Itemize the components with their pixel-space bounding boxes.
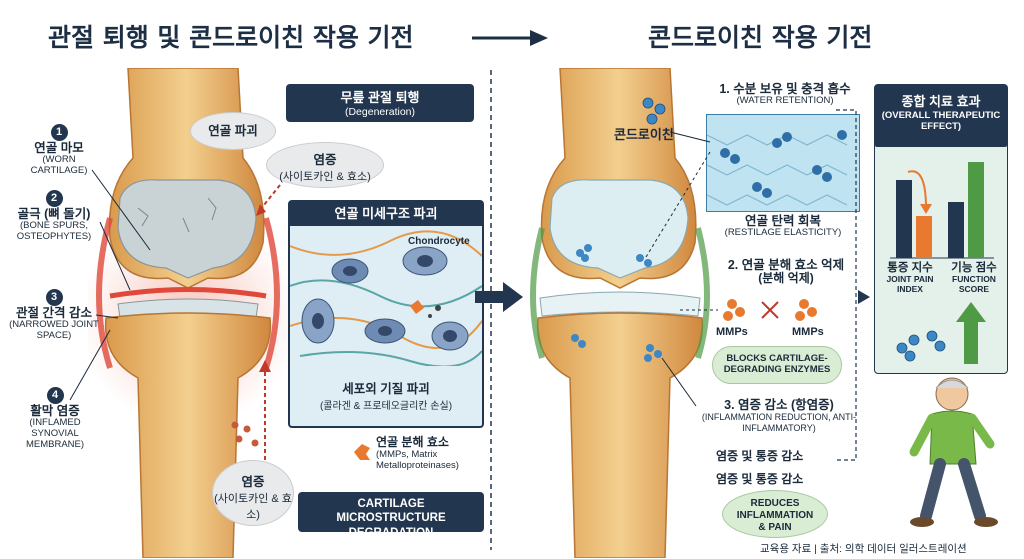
- mechanism-2-title: 2. 연골 분해 효소 억제 (분해 억제): [727, 258, 845, 286]
- healthy-knee-illustration: [530, 68, 710, 558]
- transition-arrow-icon: [475, 282, 523, 312]
- overall-effect-title: 종합 치료 효과 (OVERALL THERAPEUTIC EFFECT): [875, 85, 1007, 147]
- mech3-pointer: [661, 357, 697, 407]
- matrix-destruction-label: 세포외 기질 파괴: [342, 382, 430, 396]
- pain-reduction-line1: 염증 및 통증 감소: [716, 449, 804, 463]
- mechanism-3-title: 3. 염증 감소 (항염증) (INFLAMMATION REDUCTION, …: [701, 398, 857, 433]
- inflammation-bubble-top: 염증 (사이토카인 & 효소): [266, 142, 384, 188]
- mmp-right-label: MMPs: [792, 326, 824, 338]
- worn-cartilage: [117, 179, 257, 279]
- water-retention-panel: [706, 114, 860, 212]
- matrix-destruction-sub: (콜라겐 & 프로테오글리칸 손실): [319, 401, 453, 412]
- pain-after-bar: [916, 216, 932, 258]
- title-arrow-icon: [472, 30, 548, 46]
- connector-bracket: [836, 109, 870, 461]
- elasticity-restore-label: 연골 탄력 회복 (RESTILAGE ELASTICITY): [724, 214, 842, 239]
- walking-elderly-illustration: [909, 377, 998, 527]
- label-narrowed-joint: 3 관절 간격 감소 (NARROWED JOINT SPACE): [9, 289, 99, 342]
- label-worn-cartilage: 1 연골 마모 (WORN CARTILAGE): [30, 124, 88, 177]
- healthy-cartilage: [549, 179, 689, 279]
- function-after-bar: [968, 162, 984, 258]
- label-bone-spurs: 2 골극 (뼈 돌기) (BONE SPURS, OSTEOPHYTES): [16, 190, 92, 243]
- left-pointer-lines: [69, 169, 151, 401]
- cartilage-degradation-box: CARTILAGE MICROSTRUCTURE DEGRADATION: [298, 492, 484, 539]
- inflammation-arrows: [256, 184, 281, 460]
- function-score-label: 기능 점수 FUNCTION SCORE: [951, 262, 997, 294]
- microstructure-illustration: [289, 230, 483, 368]
- mech1-pointer: [645, 131, 711, 258]
- narrowed-joint-space: [109, 287, 267, 299]
- degeneration-box: 무릎 관절 퇴행 (Degeneration): [286, 84, 474, 122]
- microstructure-panel: 연골 미세구조 파괴 Chondrocyte 세포외 기질 파괴 (콜라겐 & …: [288, 200, 484, 428]
- footer-source: 교육용 자료 | 출처: 의학 데이터 일러스트레이션: [760, 543, 967, 555]
- mechanism-1-title: 1. 수분 보유 및 충격 흡수 (WATER RETENTION): [719, 82, 851, 107]
- right-title: 콘드로이친 작용 기전: [648, 23, 873, 52]
- pain-index-label: 통증 지수 JOINT PAIN INDEX: [886, 262, 934, 294]
- inflammation-bubble-bottom: 염증 (사이토카인 & 효소): [212, 460, 294, 526]
- cartilage-breakdown-bubble: 연골 파괴: [190, 112, 276, 150]
- mmp-molecules-icon: [723, 299, 817, 321]
- enzyme-label: 연골 분해 효소 (MMPs, Matrix Metalloproteinase…: [376, 435, 459, 471]
- damaged-knee-illustration: [88, 68, 288, 558]
- overall-bar-chart: [890, 162, 994, 259]
- cytokine-dots-icon: [231, 421, 259, 447]
- tibia-bone-healthy: [536, 312, 704, 558]
- pain-before-bar: [896, 180, 912, 258]
- mech2-pointer: [680, 309, 718, 311]
- function-before-bar: [948, 202, 964, 258]
- microstructure-title: 연골 미세구조 파괴: [290, 202, 482, 226]
- chondroitin-label: 콘드로이친: [614, 127, 674, 142]
- pain-reduction-line2: 염증 및 통증 감소: [716, 472, 804, 486]
- mmp-left-label: MMPs: [716, 326, 748, 338]
- reduces-inflammation-bubble: REDUCES INFLAMMATION & PAIN: [722, 490, 828, 538]
- enzyme-icon: [354, 444, 370, 460]
- water-molecules-illustration: [707, 130, 848, 206]
- improvement-arrow-icon: [896, 302, 986, 364]
- chondrocyte-label: Chondrocyte: [408, 236, 470, 247]
- section-divider: [490, 70, 492, 550]
- healthy-joint-space: [539, 291, 701, 317]
- label-inflamed-synovium: 4 활막 염증 (INFLAMED SYNOVIAL MEMBRANE): [25, 387, 85, 451]
- blocks-enzymes-bubble: BLOCKS CARTILAGE-DEGRADING ENZYMES: [712, 346, 842, 384]
- chondroitin-molecule-icon: [642, 97, 666, 125]
- left-title: 관절 퇴행 및 콘드로이친 작용 기전: [48, 23, 414, 52]
